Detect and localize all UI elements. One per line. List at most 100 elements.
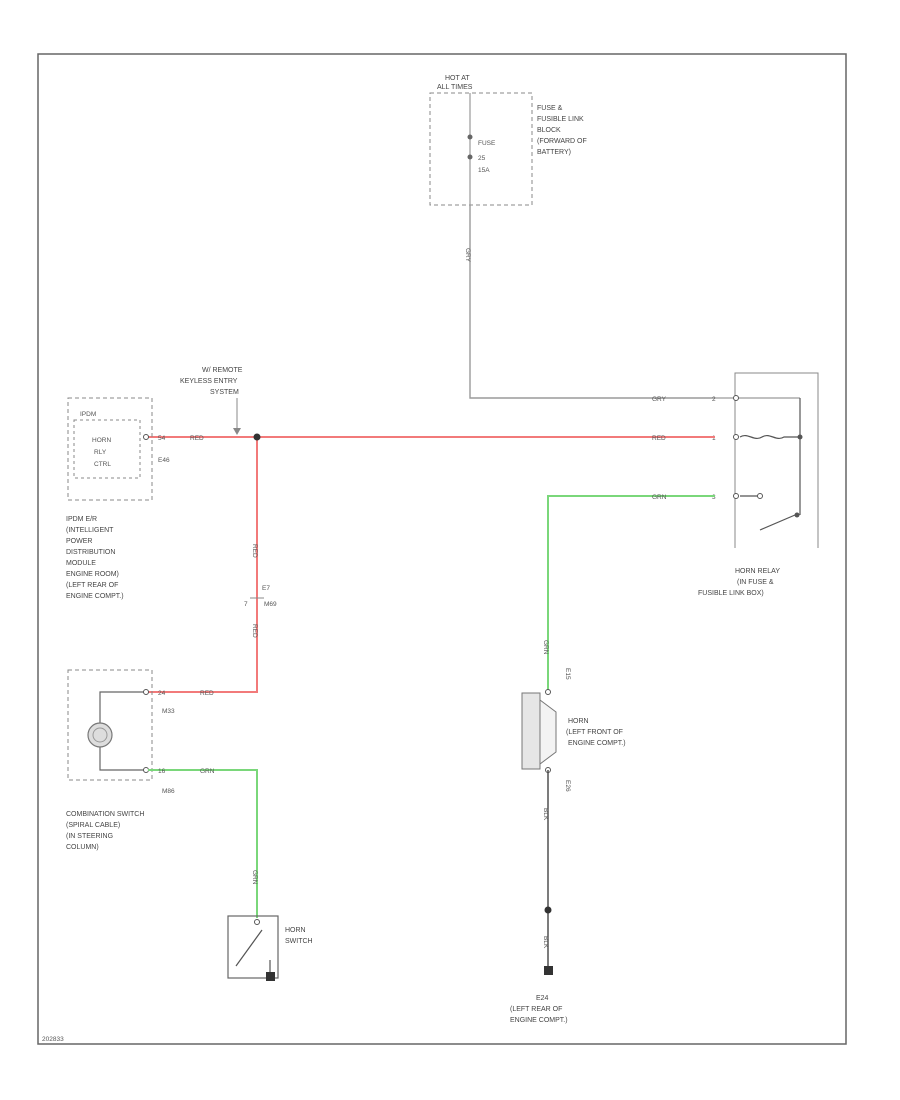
e46-pin-label: 54 [158, 435, 166, 442]
green-wire-combination-to-horn-switch [148, 769, 258, 918]
ipdm-box [67, 397, 153, 501]
svg-text:2: 2 [712, 396, 716, 403]
svg-text:ENGINE COMPT.): ENGINE COMPT.) [568, 740, 626, 747]
svg-text:HORN RELAY: HORN RELAY [735, 568, 780, 575]
svg-text:KEYLESS ENTRY: KEYLESS ENTRY [180, 378, 238, 385]
horn-icon [521, 689, 557, 773]
wire-label-blk-2: BLK [542, 936, 549, 949]
m86-pin-label: 16 [158, 768, 166, 775]
wire-label-red-4: RED [251, 624, 258, 638]
diagram-frame [37, 53, 847, 1045]
m86-connector-label: M86 [162, 788, 175, 795]
svg-text:COMBINATION SWITCH: COMBINATION SWITCH [66, 811, 144, 818]
horn-rly-ctrl-1: HORN [92, 437, 111, 444]
fuse-terminal-bottom [467, 154, 473, 160]
svg-text:(INTELLIGENT: (INTELLIGENT [66, 527, 114, 534]
svg-text:E24: E24 [536, 995, 549, 1002]
svg-text:(LEFT FRONT OF: (LEFT FRONT OF [566, 729, 623, 736]
horn-relay-label: HORN RELAY (IN FUSE & FUSIBLE LINK BOX) [698, 568, 780, 597]
wire-label-gry-vertical: GRY [464, 248, 471, 263]
svg-text:(IN STEERING: (IN STEERING [66, 833, 113, 840]
m33-connector-label: M33 [162, 708, 175, 715]
svg-text:IPDM E/R: IPDM E/R [66, 516, 97, 523]
horn-rly-ctrl-2: RLY [94, 449, 107, 456]
svg-text:W/ REMOTE: W/ REMOTE [202, 367, 243, 374]
horn-switch-terminal [254, 919, 260, 925]
ground-terminal [544, 966, 553, 975]
horn-relay-bracket [734, 372, 819, 548]
wire-label-red-3: RED [251, 544, 258, 558]
fuse-terminal-top [467, 134, 473, 140]
spiral-cable-icon [87, 722, 113, 748]
svg-text:(IN FUSE &: (IN FUSE & [737, 579, 774, 586]
svg-text:(LEFT REAR OF: (LEFT REAR OF [66, 582, 118, 589]
horn-switch-ground [266, 972, 275, 981]
ground-label: E24 (LEFT REAR OF ENGINE COMPT.) [510, 995, 568, 1024]
horn-rly-ctrl-3: CTRL [94, 461, 111, 468]
green-wire-relay-to-horn [547, 495, 715, 692]
wire-label-gry-horizontal: GRY [652, 396, 667, 403]
fuse-block-label: FUSE & FUSIBLE LINK BLOCK (FORWARD OF BA… [537, 105, 587, 156]
wire-label-red-1: RED [190, 435, 204, 442]
svg-text:1: 1 [712, 435, 716, 442]
combination-switch-label: COMBINATION SWITCH (SPIRAL CABLE) (IN ST… [66, 811, 144, 851]
svg-text:FUSE &: FUSE & [537, 105, 563, 112]
keyless-entry-label: W/ REMOTE KEYLESS ENTRY SYSTEM [180, 367, 243, 435]
fuse-block-box [429, 92, 533, 206]
joint-connector-e7-m69: E7 7 M69 [244, 585, 277, 608]
red-wire-splice-to-combination-switch [148, 437, 258, 693]
horn-switch-contact [235, 929, 263, 967]
wire-label-grn-3: GRN [652, 494, 667, 501]
ipdm-label: IPDM E/R (INTELLIGENT POWER DISTRIBUTION… [66, 516, 124, 600]
horn-switch-label-1: HORN [285, 927, 306, 934]
wire-label-grn-4: GRN [542, 640, 549, 655]
wire-label-red-5: RED [200, 690, 214, 697]
combination-switch-box [67, 669, 153, 781]
gray-wire-fuse-to-relay [469, 205, 715, 399]
svg-text:M69: M69 [264, 601, 277, 608]
horn-relay-ctrl-box [73, 419, 141, 479]
m33-pin-label: 24 [158, 690, 166, 697]
svg-text:ENGINE COMPT.): ENGINE COMPT.) [66, 593, 124, 600]
svg-text:COLUMN): COLUMN) [66, 844, 99, 851]
svg-text:(FORWARD OF: (FORWARD OF [537, 138, 587, 145]
ipdm-terminal [143, 434, 149, 440]
e15-connector-label: E15 [564, 668, 571, 680]
horn-relay-pins: 2 1 3 [712, 395, 803, 531]
svg-text:7: 7 [244, 601, 248, 608]
ipdm-box-label: IPDM [80, 411, 96, 418]
svg-text:HORN: HORN [568, 718, 589, 725]
svg-text:BATTERY): BATTERY) [537, 149, 571, 156]
fuse-label-3: 15A [478, 167, 490, 174]
power-source-label-2: ALL TIMES [437, 84, 473, 91]
svg-text:3: 3 [712, 494, 716, 501]
svg-text:DISTRIBUTION: DISTRIBUTION [66, 549, 115, 556]
svg-text:POWER: POWER [66, 538, 92, 545]
svg-text:ENGINE COMPT.): ENGINE COMPT.) [510, 1017, 568, 1024]
ground-splice [544, 906, 552, 914]
svg-text:BLOCK: BLOCK [537, 127, 561, 134]
svg-text:MODULE: MODULE [66, 560, 96, 567]
svg-text:FUSIBLE LINK: FUSIBLE LINK [537, 116, 584, 123]
fuse-label-1: FUSE [478, 140, 496, 147]
svg-text:E7: E7 [262, 585, 270, 592]
horn-switch-box [227, 915, 279, 979]
wire-label-grn-1: GRN [200, 768, 215, 775]
horn-label: HORN (LEFT FRONT OF ENGINE COMPT.) [566, 718, 626, 747]
svg-text:ENGINE ROOM): ENGINE ROOM) [66, 571, 119, 578]
svg-text:(LEFT REAR OF: (LEFT REAR OF [510, 1006, 562, 1013]
horn-switch-label-2: SWITCH [285, 938, 313, 945]
combination-switch-terminal-top [143, 689, 149, 695]
combination-switch-terminal-bottom [143, 767, 149, 773]
svg-text:SYSTEM: SYSTEM [210, 389, 239, 396]
svg-text:FUSIBLE LINK BOX): FUSIBLE LINK BOX) [698, 590, 764, 597]
wire-label-blk-1: BLK [542, 808, 549, 821]
wire-label-grn-2: GRN [251, 870, 258, 885]
power-source-label: HOT AT [445, 75, 470, 82]
splice-point-red [253, 433, 261, 441]
diagram-id: 202833 [42, 1036, 64, 1043]
wire-label-red-2: RED [652, 435, 666, 442]
ipdm-connector-label: E46 [158, 457, 170, 464]
spiral-cable-inner [92, 727, 108, 743]
